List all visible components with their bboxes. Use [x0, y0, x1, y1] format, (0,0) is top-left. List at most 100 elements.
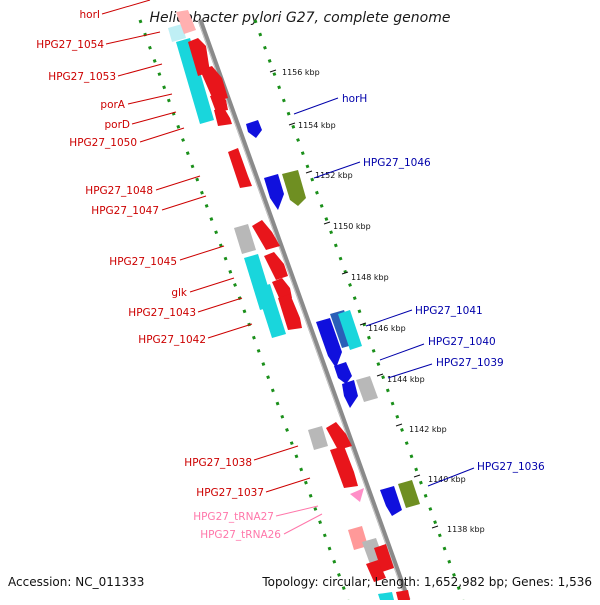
leader-line — [131, 111, 177, 125]
cds-olive — [398, 480, 420, 508]
cds-grey — [308, 426, 328, 450]
leader-line — [179, 245, 225, 261]
leader-line — [161, 195, 207, 211]
reverse-strand-features — [168, 10, 410, 600]
trna-label: HPG27_tRNA27 — [193, 511, 274, 523]
gene-label: HPG27_1046 — [363, 157, 431, 169]
cds-red — [374, 544, 394, 572]
cds-blue — [334, 362, 352, 384]
tick-mark — [341, 271, 349, 275]
gene-label: HPG27_1036 — [477, 461, 545, 473]
map-title: Helicobacter pylori G27, complete genome — [150, 10, 451, 26]
tick-mark — [395, 423, 403, 427]
cds-red — [278, 294, 302, 330]
cds-red — [252, 220, 280, 250]
cds-cyan — [256, 284, 286, 338]
leader-line — [105, 31, 161, 45]
cds-red — [200, 66, 228, 102]
gene-label-glk: glk — [171, 287, 188, 299]
gene-label: HPG27_1042 — [138, 334, 206, 346]
left-labels: horI HPG27_1054 HPG27_1053 porA porD HPG… — [36, 0, 323, 541]
leader-line — [253, 445, 299, 461]
gene-label: HPG27_1047 — [91, 205, 159, 217]
cds-grey — [234, 224, 256, 254]
gene-label: HPG27_1053 — [48, 71, 116, 83]
tick-label: 1150 kbp — [333, 222, 371, 231]
gene-label: HPG27_1043 — [128, 307, 196, 319]
leader-line — [101, 0, 151, 15]
genome-summary-text: Topology: circular; Length: 1,652,982 bp… — [261, 575, 592, 589]
gene-label-porA: porA — [100, 99, 125, 111]
gene-label-horH: horH — [342, 93, 367, 105]
leader-line — [207, 323, 253, 339]
tick-mark — [305, 170, 313, 174]
right-labels: horH HPG27_1046 HPG27_1041 HPG27_1040 HP… — [293, 93, 545, 487]
leader-line — [427, 467, 475, 487]
tick-label: 1144 kbp — [387, 375, 425, 384]
cds-blue — [380, 486, 402, 516]
gene-label: HPG27_1050 — [69, 137, 137, 149]
cds-red — [396, 590, 410, 600]
cds-blue — [264, 174, 284, 210]
gene-label: HPG27_1037 — [196, 487, 264, 499]
cds-red — [188, 38, 210, 76]
cds-cyan — [338, 310, 362, 350]
leader-line — [313, 161, 361, 179]
leader-line — [197, 297, 243, 313]
cds-olive — [282, 170, 306, 206]
leader-line — [379, 343, 425, 361]
gene-label: HPG27_1038 — [184, 457, 252, 469]
kbp-ticks: 1156 kbp 1154 kbp 1152 kbp 1150 kbp 1148… — [269, 68, 485, 534]
cds-red — [210, 94, 228, 112]
tick-mark — [413, 474, 421, 478]
leader-line — [275, 505, 319, 517]
leader-line — [265, 477, 311, 493]
tick-label: 1152 kbp — [315, 171, 353, 180]
tick-label: 1140 kbp — [428, 475, 466, 484]
gene-label: HPG27_1040 — [428, 336, 496, 348]
guide-dots-right — [253, 19, 465, 601]
tick-mark — [359, 322, 367, 326]
leader-line — [139, 127, 185, 143]
tick-mark — [431, 525, 439, 529]
cds-red-faded — [176, 10, 196, 34]
cds-cyan — [176, 38, 214, 124]
tick-label: 1154 kbp — [298, 121, 336, 130]
cds-red — [326, 422, 352, 450]
tick-mark — [288, 122, 296, 126]
gene-label-porD: porD — [105, 119, 131, 131]
leader-line — [155, 175, 201, 191]
tick-label: 1142 kbp — [409, 425, 447, 434]
leader-line — [189, 277, 235, 293]
cds-red — [330, 446, 358, 488]
accession-text: Accession: NC_011333 — [8, 575, 144, 589]
leader-line — [117, 63, 163, 77]
leader-line — [283, 513, 323, 535]
forward-strand-features — [246, 120, 420, 516]
cds-red — [214, 108, 232, 126]
cds-blue — [316, 318, 342, 368]
gene-label: HPG27_1039 — [436, 357, 504, 369]
cds-red — [264, 252, 288, 280]
tick-label: 1138 kbp — [447, 525, 485, 534]
gene-label-horI: horI — [80, 9, 101, 21]
leader-line — [365, 309, 413, 327]
trna-feature — [350, 488, 364, 502]
leader-line — [387, 363, 433, 379]
cds-cyan-faded — [168, 24, 186, 42]
cds-grey — [356, 376, 378, 402]
cds-red — [366, 560, 386, 582]
tick-mark — [269, 69, 277, 73]
gene-label: HPG27_1048 — [85, 185, 153, 197]
gene-label: HPG27_1054 — [36, 39, 104, 51]
trna-label: HPG27_tRNA26 — [200, 529, 281, 541]
gene-label: HPG27_1041 — [415, 305, 483, 317]
cds-blue — [342, 380, 358, 408]
genome-axis — [197, 19, 411, 601]
guide-dots-left — [138, 19, 350, 601]
cds-red — [272, 278, 292, 300]
gene-label: HPG27_1045 — [109, 256, 177, 268]
cds-red — [228, 148, 252, 188]
